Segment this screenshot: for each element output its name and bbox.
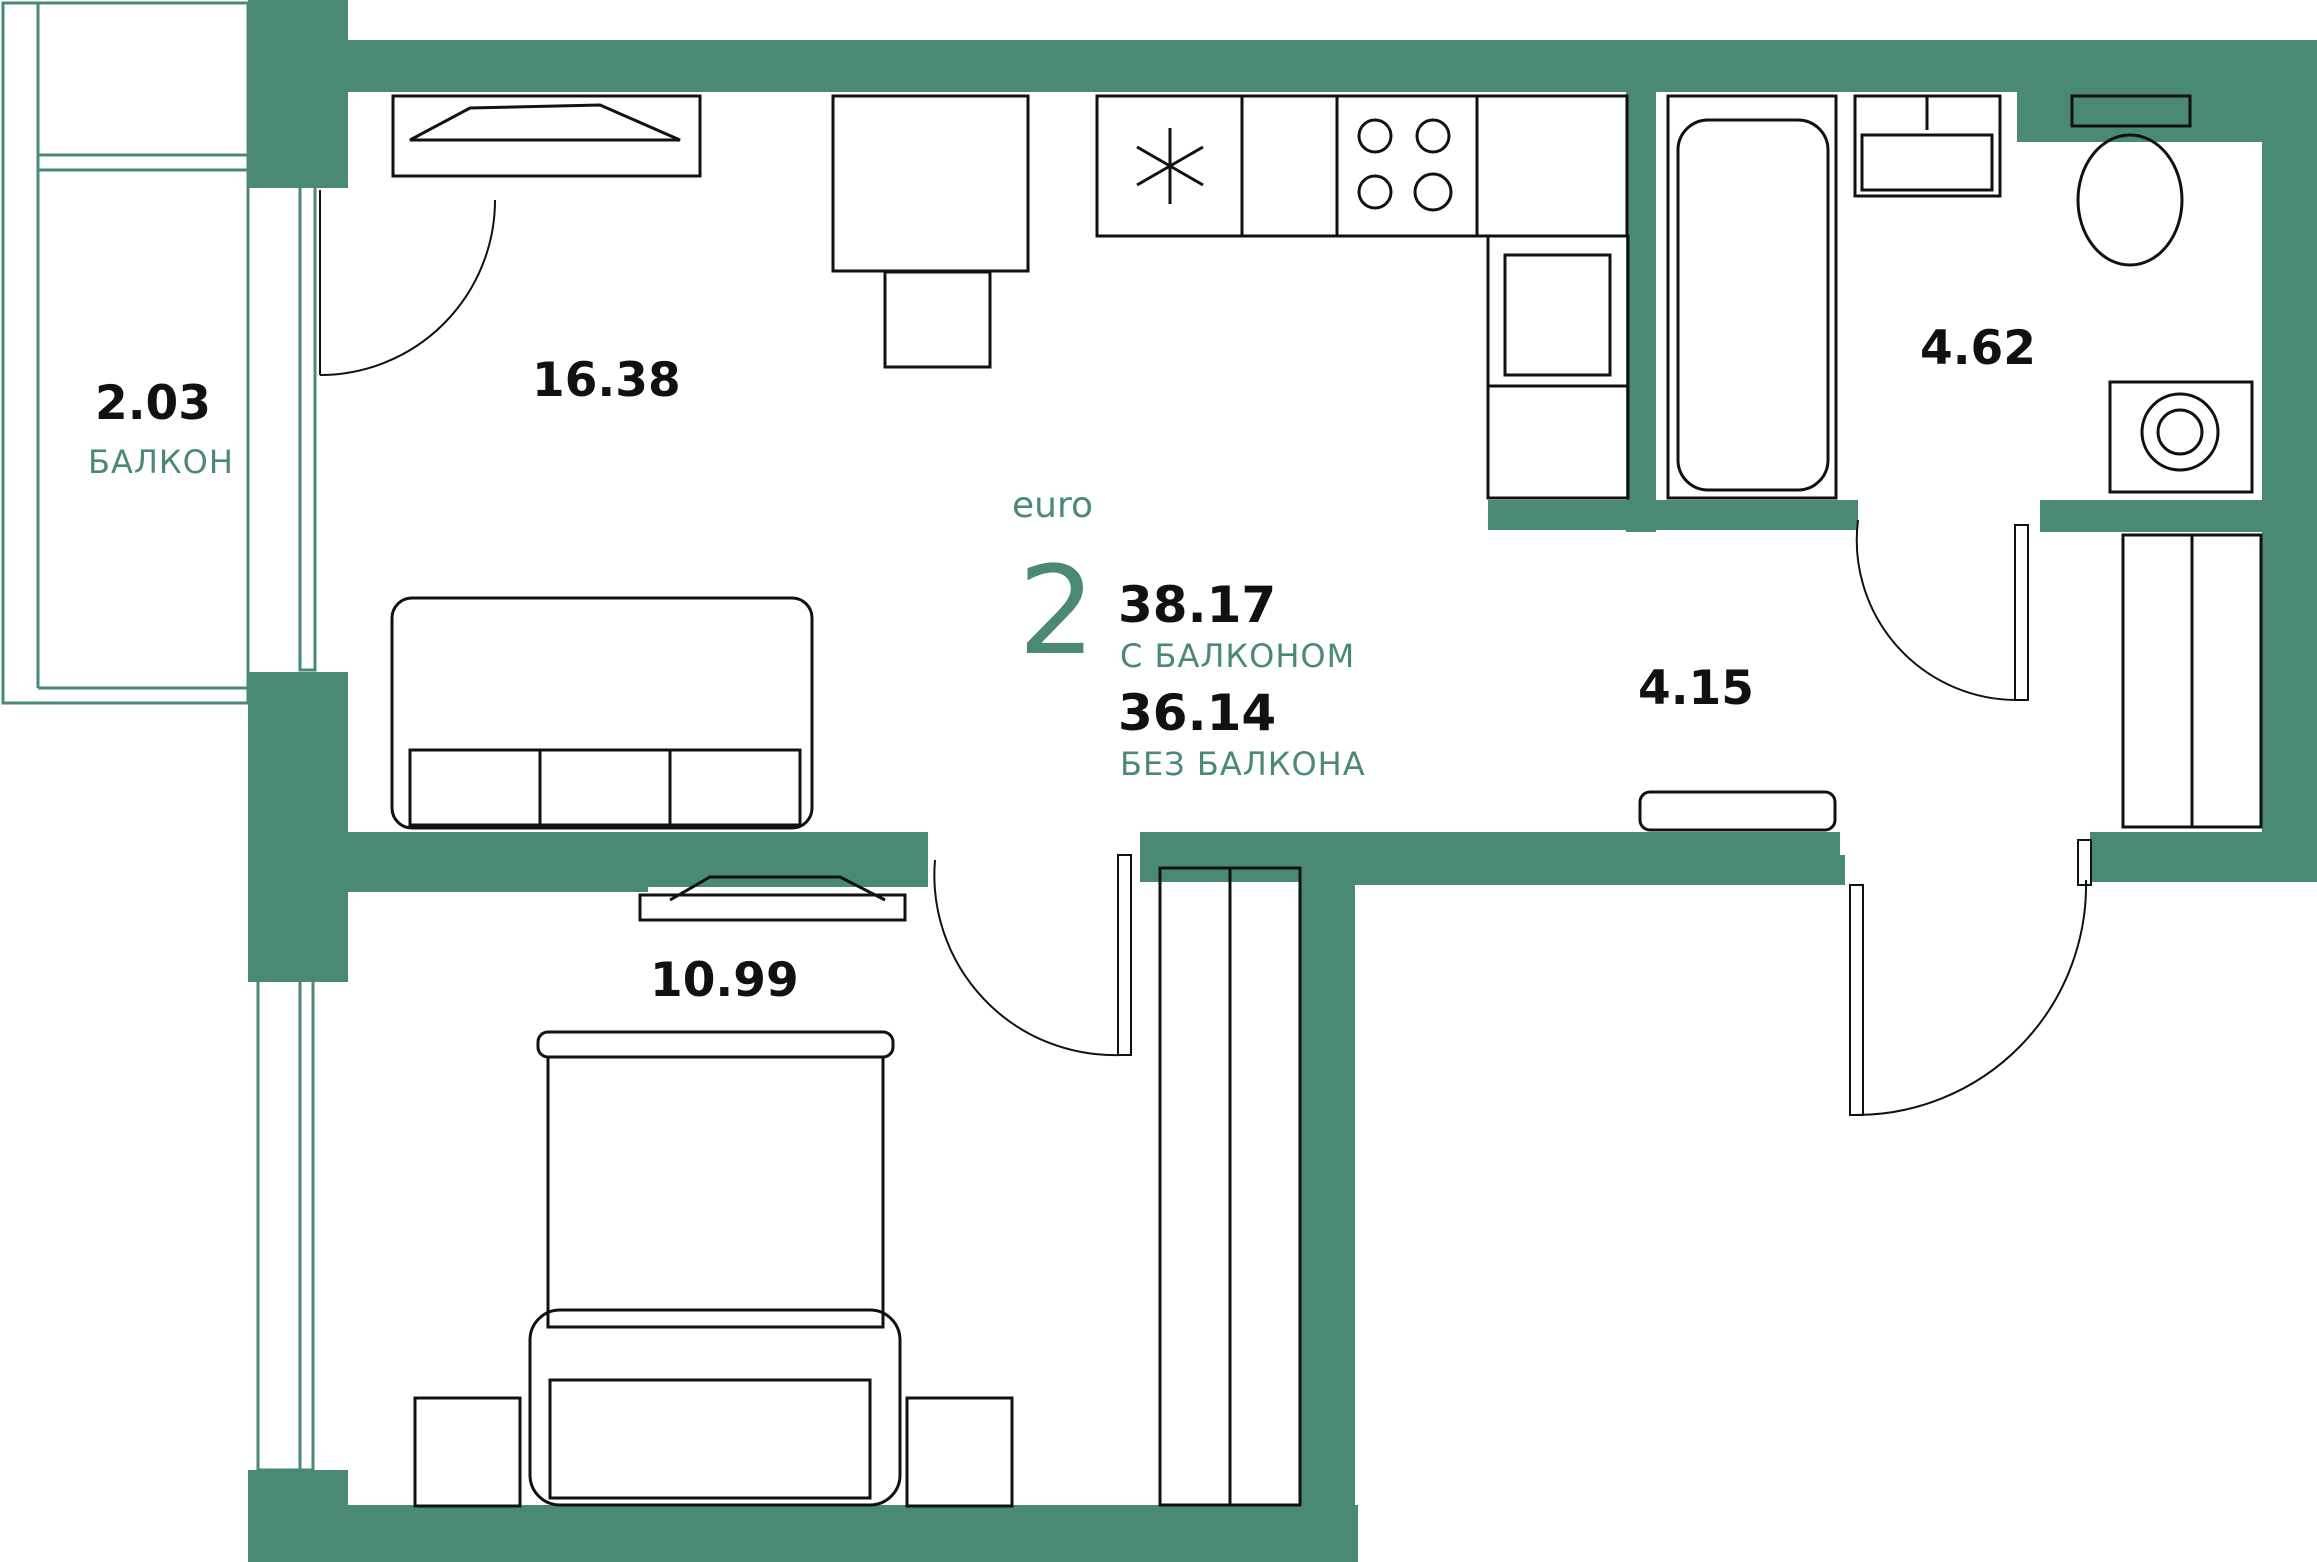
balcony-area: 2.03 <box>95 376 211 431</box>
bedroom-area: 10.99 <box>650 953 799 1008</box>
with-balcony-label: С БАЛКОНОМ <box>1120 637 1356 675</box>
living-kitchen-area: 16.38 <box>532 353 681 408</box>
without-balcony-label: БЕЗ БАЛКОНА <box>1120 745 1366 783</box>
area-without-balcony: 36.14 <box>1118 684 1277 742</box>
snowflake-icon <box>1136 128 1204 204</box>
hallway-area: 4.15 <box>1638 661 1754 716</box>
furniture <box>390 94 2263 1508</box>
sink-icon <box>1860 96 1994 192</box>
washing-machine-icon <box>2156 408 2204 456</box>
apartment-room-count: 2 <box>1018 540 1096 682</box>
balcony-label: БАЛКОН <box>88 443 234 481</box>
apartment-type-label: euro <box>1012 485 1093 526</box>
balcony <box>1 1 317 1472</box>
bathroom-area: 4.62 <box>1920 321 2036 376</box>
doors <box>319 190 2092 1116</box>
walls <box>248 0 2317 1562</box>
area-with-balcony: 38.17 <box>1118 576 1277 634</box>
